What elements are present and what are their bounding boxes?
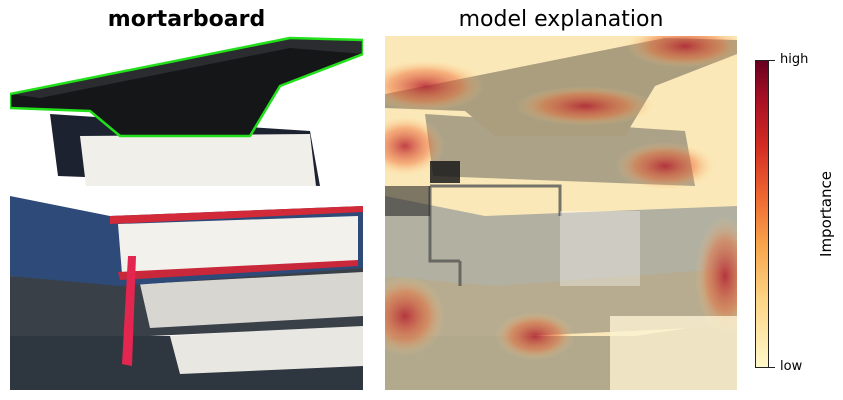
importance-hotspots bbox=[385, 36, 737, 360]
segmentation-outline bbox=[10, 36, 363, 138]
left-panel-title: mortarboard bbox=[107, 7, 266, 32]
colorbar-tick-low bbox=[769, 367, 775, 368]
importance-colorbar bbox=[755, 60, 769, 368]
mortarboard-cap bbox=[10, 36, 363, 138]
original-image bbox=[10, 36, 363, 390]
heatmap-panel bbox=[385, 36, 737, 390]
right-panel-title: model explanation bbox=[458, 7, 664, 32]
colorbar-tick-high bbox=[769, 60, 775, 61]
book-stack bbox=[10, 114, 363, 390]
bookmark-ribbon bbox=[122, 256, 136, 366]
colorbar-low-label: low bbox=[780, 359, 803, 374]
colorbar-axis-label: Importance bbox=[817, 171, 835, 257]
colorbar-high-label: high bbox=[780, 52, 809, 67]
